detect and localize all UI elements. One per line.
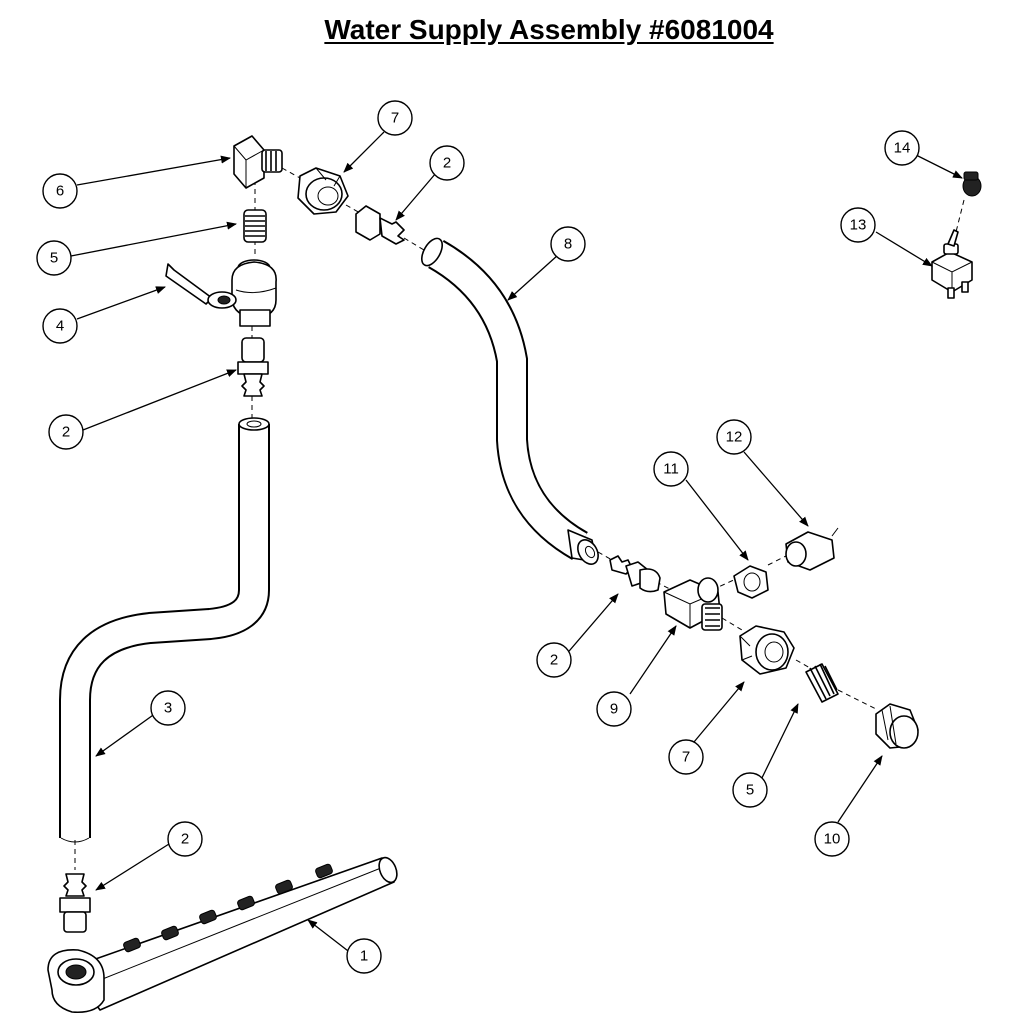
leader-lines bbox=[70, 131, 963, 955]
part-2-hose-barb-right bbox=[609, 555, 661, 593]
svg-text:5: 5 bbox=[50, 250, 58, 267]
part-10-cap-nut bbox=[875, 703, 919, 749]
svg-text:8: 8 bbox=[564, 236, 572, 253]
part-11-fitting bbox=[733, 565, 769, 599]
part-7-nut-bottom bbox=[739, 625, 795, 675]
callout-2: 2 bbox=[48, 414, 84, 450]
part-2-hose-barb-upper-left bbox=[237, 337, 269, 397]
callout-3: 3 bbox=[150, 690, 186, 726]
svg-text:7: 7 bbox=[391, 110, 399, 127]
callout-7: 7 bbox=[377, 100, 413, 136]
callout-7: 7 bbox=[668, 739, 704, 775]
callout-14: 14 bbox=[884, 130, 920, 166]
part-5-nipple-top bbox=[243, 209, 267, 243]
svg-text:2: 2 bbox=[181, 831, 189, 848]
callout-9: 9 bbox=[596, 691, 632, 727]
svg-text:12: 12 bbox=[726, 429, 743, 446]
part-14-toggle-boot bbox=[962, 171, 982, 197]
svg-text:4: 4 bbox=[56, 318, 64, 335]
svg-text:11: 11 bbox=[663, 461, 679, 478]
callout-2: 2 bbox=[536, 642, 572, 678]
callout-13: 13 bbox=[840, 207, 876, 243]
svg-text:7: 7 bbox=[682, 749, 690, 766]
svg-text:5: 5 bbox=[746, 782, 754, 799]
svg-text:14: 14 bbox=[894, 140, 911, 157]
svg-text:2: 2 bbox=[443, 155, 451, 172]
diagram-title: Water Supply Assembly #6081004 bbox=[324, 14, 774, 45]
part-6-elbow-fitting bbox=[233, 135, 283, 189]
part-3-hose-left bbox=[59, 417, 270, 843]
part-5-nipple-right bbox=[805, 663, 839, 703]
part-4-ball-valve bbox=[165, 259, 277, 327]
svg-text:13: 13 bbox=[850, 217, 867, 234]
callout-6: 6 bbox=[42, 173, 78, 209]
svg-text:10: 10 bbox=[824, 831, 841, 848]
svg-text:6: 6 bbox=[56, 183, 64, 200]
part-1-manifold bbox=[47, 856, 398, 1014]
part-8-hose-right bbox=[420, 237, 599, 565]
svg-text:3: 3 bbox=[164, 700, 172, 717]
callout-8: 8 bbox=[550, 226, 586, 262]
callout-12: 12 bbox=[716, 419, 752, 455]
callout-2: 2 bbox=[429, 145, 465, 181]
part-9-tee-fitting bbox=[663, 577, 723, 631]
part-2-hose-barb-lower-left bbox=[59, 873, 91, 933]
callout-4: 4 bbox=[42, 308, 78, 344]
callout-10: 10 bbox=[814, 821, 850, 857]
svg-text:2: 2 bbox=[62, 424, 70, 441]
part-7-nut-top bbox=[297, 167, 349, 215]
callout-5: 5 bbox=[732, 772, 768, 808]
svg-text:9: 9 bbox=[610, 701, 618, 718]
part-12-sensor bbox=[785, 527, 839, 571]
callout-1: 1 bbox=[346, 938, 382, 974]
callout-11: 11 bbox=[653, 451, 689, 487]
svg-text:1: 1 bbox=[360, 948, 368, 965]
callout-5: 5 bbox=[36, 240, 72, 276]
part-2-hose-barb-top bbox=[355, 205, 405, 245]
part-13-toggle-switch bbox=[931, 229, 973, 299]
assembly-centerlines bbox=[74, 167, 965, 870]
callout-2: 2 bbox=[167, 821, 203, 857]
svg-text:2: 2 bbox=[550, 652, 558, 669]
